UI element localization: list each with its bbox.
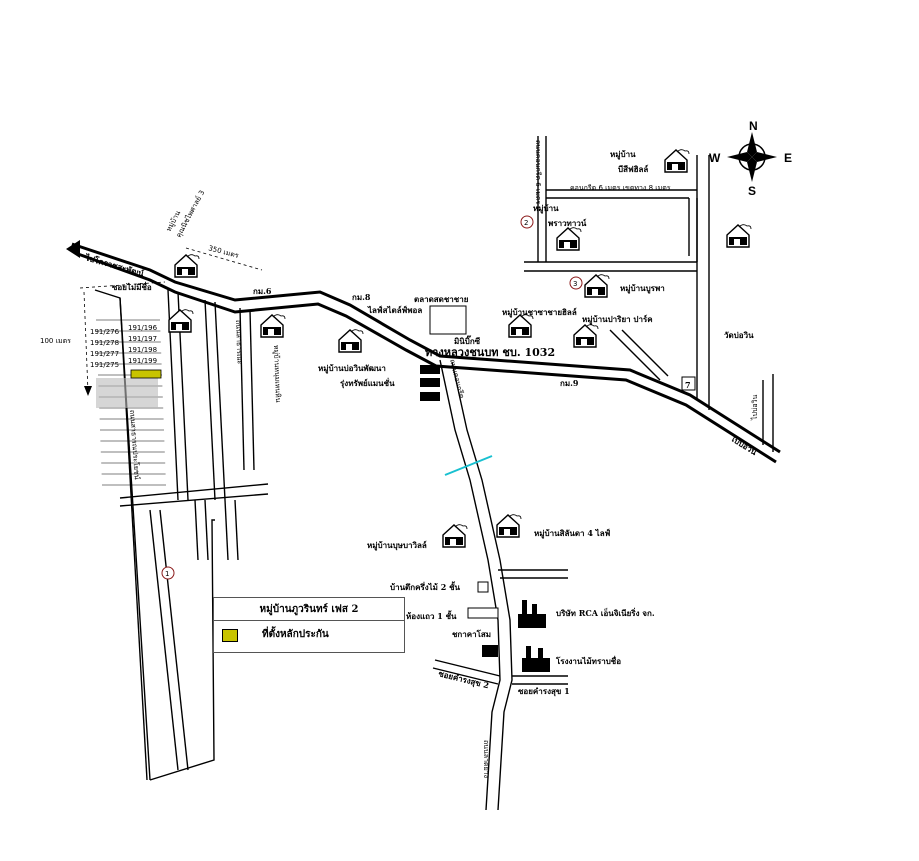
compass-s: S	[748, 184, 756, 198]
plot-number-left: 191/278	[90, 339, 119, 347]
village-icons	[168, 149, 752, 548]
village-house-icon	[556, 227, 582, 251]
label-kakao: ชกาคาโสม	[452, 629, 491, 639]
circled-1: 1	[165, 570, 169, 578]
circled-markers	[161, 215, 583, 580]
label-market: ตลาดสดชาชาย	[414, 294, 469, 304]
village-house-icon	[584, 274, 610, 298]
arrow-south-icon	[84, 386, 92, 396]
compass-icon	[727, 132, 777, 182]
plot-grid: 191/276 191/278 191/277 191/275 191/196 191/1…	[90, 319, 166, 486]
legend: หมู่บ้านภูวรินทร์ เฟส 2 ที่ตั้งหลักประกั…	[213, 597, 405, 653]
arrow-west-icon	[66, 240, 80, 258]
shaded-plots	[96, 378, 158, 408]
label-center-vertical: ถนนคอนกรีต	[448, 359, 466, 400]
plot-number-right: 191/198	[128, 346, 157, 354]
label-sale-plot: ไลฟ์สไตล์ฟ์พอล	[367, 305, 422, 315]
map-labels: N S E W ไปโคราชสะพัฒน์ 350 เมตร 100 เมตร…	[40, 119, 792, 778]
label-room1: ห้องแถว 1 ชั้น	[406, 610, 457, 621]
label-vertical-a: ถนนสาธารณะ	[234, 320, 244, 365]
label-factory: โรงงานไม้ทราบชื่อ	[555, 655, 621, 666]
label-minimart: มินิบิ๊กซี	[454, 335, 481, 346]
label-left-vertical: ถนนคอนกรีต 6 เมตร	[534, 140, 542, 204]
village-house-icon	[168, 309, 194, 333]
label-km9: กม.9	[560, 378, 579, 388]
label-road-6m: คอนกรีต 6 เมตร เขตทาง 8 เมตร	[570, 184, 671, 192]
label-townhome: รุ่งทรัพย์แมนชั่น	[340, 377, 395, 389]
village-house-icon	[664, 149, 690, 173]
plot-number-left: 191/275	[90, 361, 119, 369]
label-buraphat: หมู่บ้านบูรพา	[620, 283, 665, 294]
label-bowin-pattana: หมู่บ้านบ่อวินพัฒนา	[318, 363, 386, 374]
townhome-icon	[420, 365, 498, 657]
label-soi-rungsuk-1: ซอยคำรงสุข 1	[518, 686, 570, 697]
svg-text:7: 7	[685, 380, 691, 390]
label-to-bowin-right: ไปบ่อวิน	[750, 394, 759, 421]
label-100m: 100 เมตร	[40, 337, 71, 345]
shophouse-box	[467, 607, 499, 619]
plot-number-left: 191/276	[90, 328, 120, 336]
label-bs-hill-1: หมู่บ้าน	[610, 149, 636, 160]
plot-number-right: 191/196	[128, 324, 158, 332]
label-km8: กม.8	[352, 292, 371, 302]
legend-swatch	[222, 629, 238, 642]
compass-w: W	[709, 151, 721, 165]
label-house2: บ้านตึกครึ่งไม้ 2 ชั้น	[390, 581, 460, 592]
seven-eleven-icon	[681, 376, 696, 391]
factory-icon	[518, 600, 546, 628]
village-house-icon	[573, 324, 599, 348]
label-rca: บริษัท RCA เอ็นจิเนียริ่ง จก.	[556, 607, 655, 618]
east-vertical-road	[696, 155, 774, 452]
circled-2: 2	[524, 219, 528, 227]
plot-number-right: 191/199	[128, 357, 157, 365]
compass-n: N	[749, 119, 758, 133]
label-km6: กม.6	[253, 286, 272, 296]
label-to-korat: ไปโคราชสะพัฒน์	[83, 252, 145, 279]
legend-row: ที่ตั้งหลักประกัน	[214, 621, 404, 653]
plot-number-right: 191/197	[128, 335, 157, 343]
label-prao-1: หมู่บ้าน	[533, 203, 559, 214]
label-prao-2: พราวทาวน์	[548, 218, 587, 228]
legend-title: หมู่บ้านภูวรินทร์ เฟส 2	[214, 598, 404, 621]
village-house-icon	[338, 329, 364, 353]
circled-3: 3	[573, 280, 577, 288]
village-house-icon	[174, 254, 200, 278]
northern-roads	[524, 136, 698, 381]
label-bs-hill-2: บีสีฟฮิลล์	[618, 164, 648, 174]
main-highway	[66, 240, 781, 464]
label-soi-top: ซอยไม่มีชื่อ	[112, 281, 152, 292]
village-house-icon	[726, 224, 752, 248]
factory-icons	[518, 600, 550, 672]
village-house-icon	[442, 524, 468, 548]
collateral-marker	[130, 369, 162, 379]
label-siriluck: หมู่บ้านสิลันดา 4 ไลฟ์	[534, 528, 611, 539]
factory-icon	[522, 646, 550, 672]
label-350m: 350 เมตร	[207, 244, 239, 260]
village-house-icon	[496, 514, 522, 538]
label-bunya: หมู่บ้านบุษบาวิลล์	[367, 540, 427, 551]
village-house-icon	[260, 314, 286, 338]
market-plot	[429, 305, 467, 335]
label-highway: ทางหลวงชนบท ชบ. 1032	[425, 346, 555, 359]
legend-marker-label: ที่ตั้งหลักประกัน	[262, 629, 329, 640]
label-wat-bowin: วัดบ่อวิน	[724, 330, 754, 340]
village-house-icon	[508, 314, 534, 338]
label-hua-hin: หมู่บ้านชาซาชายฮิลล์	[502, 307, 577, 318]
plot-number-left: 191/277	[90, 350, 119, 358]
compass-e: E	[784, 151, 792, 165]
south-road	[432, 359, 568, 811]
label-bottom-vertical: ถนนลาดยาง	[482, 740, 490, 778]
label-pariya: หมู่บ้านปาริยา ปาร์ค	[582, 314, 653, 325]
label-village-vert: หมู่บ้านหนุมเหนหิน	[272, 345, 282, 403]
